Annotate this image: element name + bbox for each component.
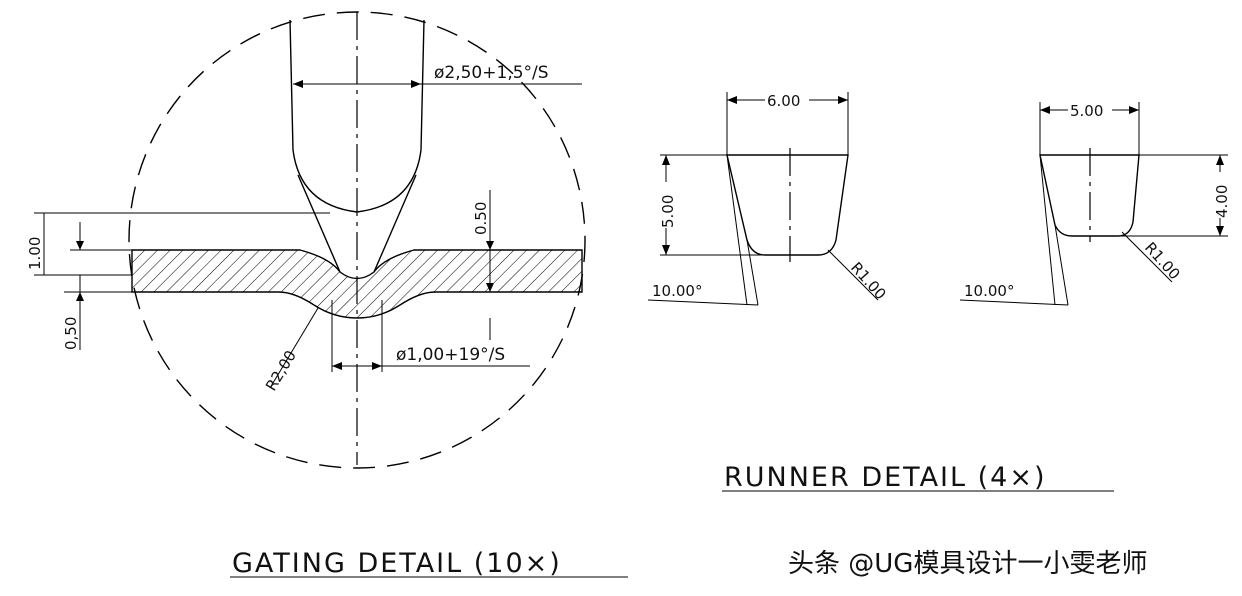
runner-right-angle-ext1 (1039, 154, 1056, 306)
runner-right-angle-ext2 (1054, 224, 1069, 306)
dim-radius-leader (269, 307, 319, 389)
runner-left-radius-leader (827, 249, 879, 301)
runner-right-height-arrows (1216, 155, 1224, 236)
dim-bl-arrowhead (76, 292, 84, 301)
runner-right-height: 4.00 (1213, 185, 1231, 218)
runner-right-angle: 10.00° (964, 282, 1014, 300)
runner-left-angle-ext2 (746, 239, 759, 306)
runner-detail-right: 5.00 4.00 10.00° R1.00 RUNNER DETAIL (4×… (722, 100, 1231, 493)
runner-left-radius: R1.00 (847, 259, 890, 304)
runner-left-angle: 10.00° (652, 282, 702, 300)
runner-right-width-arrows (1040, 106, 1139, 114)
runner-detail-left: 6.00 5.00 10.00° R1.00 (647, 90, 890, 306)
dim-gate-arrows (332, 362, 382, 370)
dim-radius: R2,00 (262, 347, 300, 394)
dim-top-diameter: ø2,50+1,5°/S (434, 63, 549, 83)
dim-height-1: 1.00 (26, 237, 44, 270)
gating-title: GATING DETAIL (10×) (232, 548, 562, 579)
runner-left-angle-ext1 (726, 154, 748, 306)
runner-left-height-arrows (662, 155, 670, 255)
dim-bottom-left: 0,50 (62, 317, 80, 350)
dim-small-arrowhead (76, 241, 84, 250)
runner-left-width: 6.00 (767, 92, 800, 110)
runner-right-angle-line (959, 299, 1069, 306)
watermark-text: 头条 @UG模具设计一小雯老师 (788, 549, 1147, 579)
runner-left-height: 5.00 (659, 195, 677, 228)
dim-gate-diameter: ø1,00+19°/S (396, 345, 505, 365)
gating-detail: ø2,50+1,5°/S 1.00 0,50 0.50 R2,00 ø1,00+… (26, 11, 628, 579)
gate-cone (297, 174, 417, 273)
dim-height-2: 0.50 (472, 202, 490, 235)
runner-title: RUNNER DETAIL (4×) (724, 462, 1047, 493)
runner-right-radius-leader (1121, 231, 1173, 283)
runner-right-width: 5.00 (1070, 102, 1103, 120)
runner-left-angle-line (647, 299, 759, 306)
runner-right-radius: R1.00 (1141, 239, 1184, 284)
runner-left-profile (726, 154, 849, 256)
